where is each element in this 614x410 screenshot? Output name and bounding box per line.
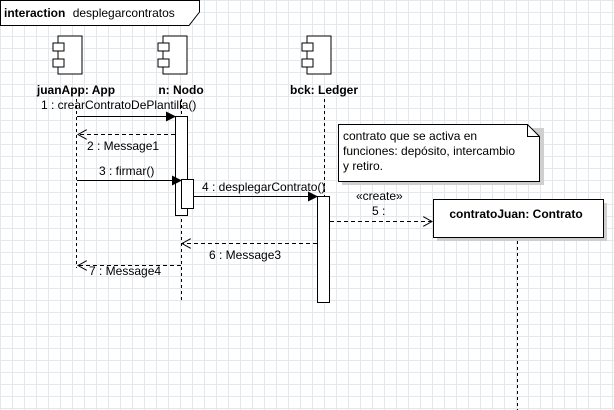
interaction-frame-header[interactable]: interaction desplegarcontratos — [0, 0, 200, 26]
message-6-label: 6 : Message3 — [209, 248, 281, 262]
message-3-label: 3 : firmar() — [99, 164, 154, 178]
lifeline-label-ledger[interactable]: bck: Ledger — [290, 83, 358, 97]
svg-text:interaction desplegarcon: interaction desplegarcontratos — [4, 6, 175, 20]
message-7-label: 7 : Message4 — [89, 264, 161, 278]
component-icon-app — [52, 35, 83, 75]
lifeline-label-nodo[interactable]: n: Nodo — [158, 83, 203, 97]
lifeline-label-app[interactable]: juanApp: App — [36, 83, 115, 97]
message-4-label: 4 : desplegarContrato() — [202, 180, 325, 194]
note-line-3: y retiro. — [343, 159, 383, 173]
frame-keyword: interaction — [4, 6, 65, 20]
message-5-stereotype: «create» — [356, 189, 403, 203]
note-line-1: contrato que se activa en — [343, 129, 477, 143]
message-1-label: 1 : crearContratoDePlantilla() — [41, 98, 196, 112]
note[interactable]: contrato que se activa en funciones: dep… — [338, 124, 545, 186]
message-2-label: 2 : Message1 — [87, 139, 159, 153]
object-box-contrato[interactable]: contratoJuan: Contrato — [433, 199, 608, 242]
component-icon-ledger — [301, 35, 332, 75]
activation-bar-ledger[interactable] — [317, 196, 330, 303]
activation-bar-nodo-nested[interactable] — [181, 179, 194, 209]
component-icon-nodo — [157, 35, 188, 75]
note-line-2: funciones: depósito, intercambio — [343, 144, 515, 158]
object-label-contrato: contratoJuan: Contrato — [449, 207, 582, 221]
frame-name: desplegarcontratos — [73, 6, 175, 20]
message-5-label: 5 : — [372, 204, 385, 218]
